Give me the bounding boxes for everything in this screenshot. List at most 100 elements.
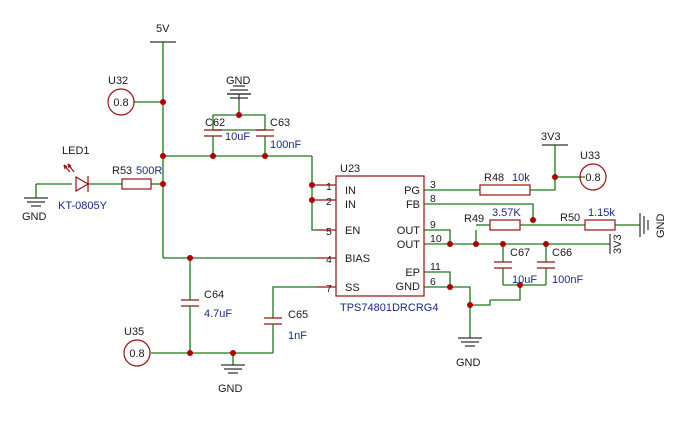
junction [187,255,193,261]
u23-pin-8-name: FB [406,199,420,211]
testpoint-u33-ref: U33 [580,150,600,162]
r48-ref: R48 [484,172,504,184]
u23-ref: U23 [340,163,360,175]
junction [543,241,549,247]
testpoint-u33: 0.8 U33 [579,150,607,191]
junction [236,112,242,118]
junction [552,174,558,180]
r49-value: 3.57K [492,207,521,219]
u23-pin-10-name: OUT [397,239,421,251]
ic-u23: U23 TPS74801DRCRG4 1 2 5 4 7 IN IN EN BI… [316,163,442,314]
gnd-label-led: GND [22,211,47,223]
u23-pin-1-number: 1 [326,181,332,193]
u23-pin-4-name: BIAS [345,253,370,265]
u23-pin-2-name: IN [345,199,356,211]
u23-part: TPS74801DRCRG4 [340,302,438,314]
c63-ref: C63 [270,117,290,129]
c67-ref: C67 [510,247,530,259]
resistor-r48: R48 10k [479,172,531,196]
u23-pin-5-number: 5 [326,226,332,238]
testpoint-u32-value: 0.8 [113,97,128,109]
resistor-r53: R53 500R [112,165,162,190]
u23-pin-2-number: 2 [326,196,332,208]
led-part: KT-0805Y [58,200,108,212]
testpoint-u32-ref: U32 [108,75,128,87]
testpoint-u35-ref: U35 [124,326,144,338]
junctions [160,99,558,356]
r50-value: 1.15k [588,207,615,219]
u23-pin-7-number: 7 [326,283,332,295]
r49-ref: R49 [464,213,484,225]
testpoint-u32: 0.8 U32 [107,75,135,116]
capacitor-c67: C67 10uF [494,247,537,286]
junction [517,282,523,288]
u23-pin-11-name: EP [405,267,420,279]
c64-ref: C64 [204,289,224,301]
gnd-label-right-bottom: GND [456,357,481,369]
power-3v3-right-symbol: 3V3 [609,234,624,254]
junction [473,241,479,247]
gnd-symbol-right-bottom: GND [456,337,482,369]
testpoint-u33-value: 0.8 [585,172,600,184]
u23-pin-6-name: GND [396,281,421,293]
r53-value: 500R [136,165,162,177]
junction [447,284,453,290]
power-5v-label: 5V [156,23,170,35]
junction [160,99,166,105]
u23-pin-10-number: 10 [430,233,442,245]
c65-value: 1nF [288,330,307,342]
u23-pin-3-name: PG [404,185,420,197]
capacitor-c63: C63 100nF [256,117,301,151]
junction [210,153,216,159]
junction [467,302,473,308]
testpoint-u35-value: 0.8 [129,348,144,360]
c66-value: 100nF [552,274,583,286]
junction [230,350,236,356]
capacitor-c64: C64 4.7uF [181,289,232,320]
c64-value: 4.7uF [204,308,232,320]
u23-pin-9-number: 9 [430,219,436,231]
c67-value: 10uF [512,274,537,286]
power-3v3-symbol: 3V3 [541,131,568,146]
junction [309,197,315,203]
c62-value: 10uF [225,131,250,143]
led-ref: LED1 [62,145,90,157]
junction [160,153,166,159]
u23-pin-7-name: SS [345,282,360,294]
u23-pin-8-number: 8 [430,193,436,205]
led-ld1: LED1 KT-0805Y [58,145,108,212]
r50-ref: R50 [560,212,580,224]
resistor-r49: R49 3.57K [464,207,521,231]
junction [160,181,166,187]
u23-pin-6-number: 6 [430,276,436,288]
c66-ref: C66 [552,247,572,259]
wires [35,42,640,365]
u23-pin-4-number: 4 [326,254,332,266]
u23-pin-9-name: OUT [397,225,421,237]
gnd-symbol-right: GND [639,213,667,238]
r48-value: 10k [512,172,530,184]
capacitor-c66: C66 100nF [537,247,583,286]
u23-pin-11-number: 11 [430,261,441,273]
junction [187,350,193,356]
junction [309,182,315,188]
gnd-symbol-top: GND [226,75,251,100]
u23-pin-5-name: EN [345,225,360,237]
c62-ref: C62 [205,117,225,129]
gnd-label-bottom: GND [218,383,243,395]
junction [500,241,506,247]
gnd-label-top: GND [226,75,251,87]
capacitor-c65: C65 1nF [264,309,308,342]
testpoint-u35: 0.8 U35 [123,326,151,367]
gnd-symbol-led: GND [22,197,48,223]
gnd-symbol-bottom: GND [218,364,245,395]
u23-pin-3-number: 3 [430,179,436,191]
r53-ref: R53 [112,165,132,177]
junction [447,241,453,247]
junction [530,217,536,223]
capacitor-c62: C62 10uF [204,117,250,145]
c65-ref: C65 [288,309,308,321]
junction [262,153,268,159]
